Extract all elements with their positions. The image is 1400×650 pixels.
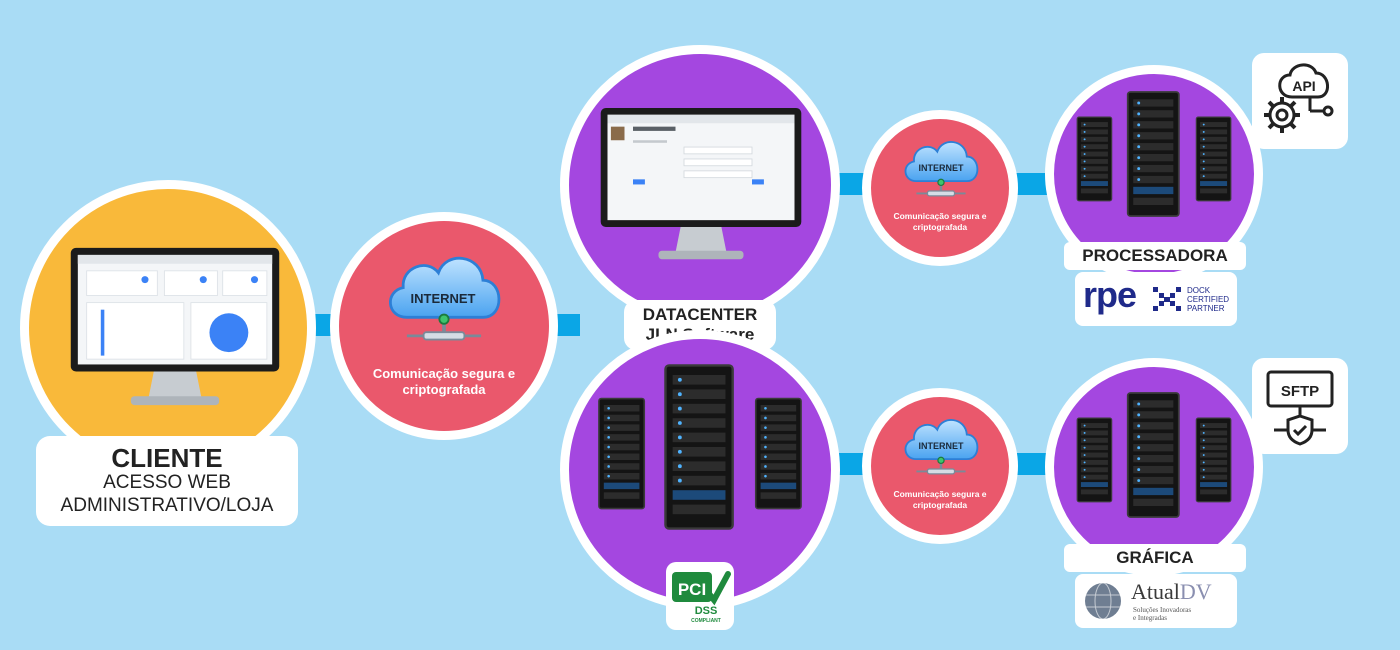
print-label-box: GRÁFICA bbox=[1064, 544, 1246, 572]
link-internet-print bbox=[1010, 453, 1055, 475]
internet-caption-top-line1: Comunicação segura e bbox=[893, 211, 987, 221]
internet-caption-line2: criptografada bbox=[402, 382, 486, 397]
datacenter-servers-icon bbox=[597, 363, 803, 531]
dock-icon bbox=[1153, 287, 1181, 311]
processor-servers-icon bbox=[1076, 90, 1232, 218]
pci-text: PCI bbox=[678, 580, 706, 599]
client-title: CLIENTE bbox=[111, 443, 223, 473]
processor-logos-box: rpe DOCK CERTIFIED PARTNER bbox=[1075, 272, 1237, 326]
sftp-badge: SFTP bbox=[1252, 358, 1348, 454]
internet-cloud-label-top: INTERNET bbox=[918, 163, 964, 173]
pci-dss-logo: PCI DSS COMPLIANT bbox=[672, 571, 731, 624]
internet-cloud-label: INTERNET bbox=[410, 291, 476, 306]
client-line1: ACESSO WEB bbox=[103, 472, 231, 493]
link-datacenter-internet-top bbox=[830, 173, 870, 195]
pci-compliant-text: COMPLIANT bbox=[691, 618, 721, 624]
dock-line2: CERTIFIED bbox=[1187, 295, 1230, 304]
internet-cloud-label-bottom: INTERNET bbox=[918, 441, 964, 451]
internet-circle-bottom: INTERNET Comunicação segura e criptograf… bbox=[862, 388, 1018, 544]
api-badge: API bbox=[1252, 53, 1348, 149]
datacenter-line1: DATACENTER bbox=[642, 305, 758, 324]
internet-caption-top-line2: criptografada bbox=[912, 222, 968, 232]
atualdv-tag2: e Integradas bbox=[1133, 614, 1168, 622]
rpe-logo: rpe bbox=[1083, 274, 1137, 315]
api-text: API bbox=[1292, 78, 1315, 94]
atualdv-name-a: Atual bbox=[1131, 579, 1180, 604]
client-circle bbox=[20, 180, 316, 476]
atualdv-globe-icon bbox=[1085, 582, 1121, 620]
print-logo-box: AtualDV Soluções Inovadoras e Integradas bbox=[1075, 574, 1237, 628]
atualdv-name-b: DV bbox=[1179, 579, 1212, 604]
atualdv-tag1: Soluções Inovadoras bbox=[1133, 606, 1192, 614]
internet-caption-bottom-line2: criptografada bbox=[912, 500, 968, 510]
processor-label-box: PROCESSADORA bbox=[1064, 242, 1246, 270]
link-internet-processor bbox=[1010, 173, 1055, 195]
print-label: GRÁFICA bbox=[1116, 548, 1194, 567]
datacenter-app-circle bbox=[560, 45, 840, 325]
internet-caption-line1: Comunicação segura e bbox=[372, 366, 516, 381]
client-label-box: CLIENTE ACESSO WEB ADMINISTRATIVO/LOJA bbox=[36, 436, 298, 526]
client-line2: ADMINISTRATIVO/LOJA bbox=[60, 495, 274, 516]
dock-line1: DOCK bbox=[1187, 286, 1211, 295]
pci-badge: PCI DSS COMPLIANT bbox=[666, 562, 734, 630]
pci-dss-text: DSS bbox=[695, 605, 718, 617]
api-gear-icon: API bbox=[1264, 63, 1334, 133]
datacenter-monitor bbox=[599, 106, 803, 268]
dock-line3: PARTNER bbox=[1187, 304, 1225, 313]
sftp-shield-icon: SFTP bbox=[1266, 370, 1334, 446]
sftp-text: SFTP bbox=[1281, 383, 1319, 400]
client-monitor bbox=[69, 245, 281, 415]
link-datacenter-internet-bottom bbox=[830, 453, 870, 475]
internet-circle-main: INTERNET Comunicação segura e criptograf… bbox=[330, 212, 558, 440]
print-servers-icon bbox=[1076, 391, 1232, 519]
atualdv-name: AtualDV bbox=[1131, 579, 1212, 605]
internet-circle-top: INTERNET Comunicação segura e criptograf… bbox=[862, 110, 1018, 266]
processor-label: PROCESSADORA bbox=[1082, 246, 1228, 265]
internet-caption-bottom-line1: Comunicação segura e bbox=[893, 489, 987, 499]
